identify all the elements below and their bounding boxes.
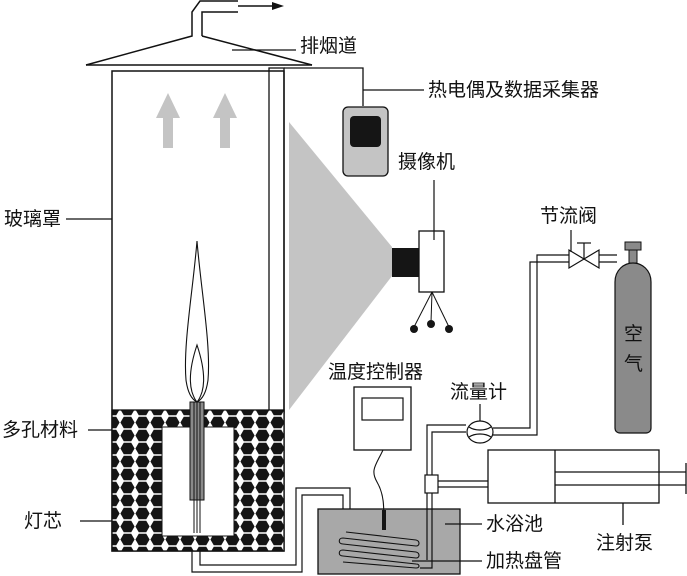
label-camera: 摄像机 xyxy=(398,151,455,173)
label-throttle-valve: 节流阀 xyxy=(540,205,597,227)
wick xyxy=(189,401,205,533)
data-acquisition-device-icon xyxy=(342,106,389,177)
hot-gas-flow-arrows xyxy=(156,93,237,148)
label-porous-material: 多孔材料 xyxy=(2,419,78,441)
exhaust-hood xyxy=(85,0,313,66)
thermocouple-wire xyxy=(284,67,364,106)
label-flow-meter: 流量计 xyxy=(450,381,507,403)
thermocouple-rod xyxy=(268,67,285,414)
temperature-controller-icon xyxy=(353,386,412,530)
heating-coil xyxy=(338,531,420,569)
label-heating-coil: 加热盘管 xyxy=(486,550,562,572)
label-water-bath: 水浴池 xyxy=(486,513,543,535)
flow-meter-icon xyxy=(466,404,494,444)
tee-junction xyxy=(424,474,439,494)
syringe-outlet-tube xyxy=(438,480,488,488)
fuel-supply-tube xyxy=(191,487,351,573)
label-air-cylinder-2: 气 xyxy=(624,353,643,375)
exhaust-arrow-icon xyxy=(238,2,284,10)
label-air-cylinder-1: 空 xyxy=(624,323,643,345)
throttle-valve-icon xyxy=(568,230,600,270)
flame-icon xyxy=(184,240,210,403)
label-temp-controller: 温度控制器 xyxy=(328,361,423,383)
water-bath xyxy=(317,508,461,575)
camera-field-of-view xyxy=(289,122,392,410)
air-supply-tube xyxy=(493,254,617,436)
label-exhaust: 排烟道 xyxy=(300,35,357,57)
label-thermocouple: 热电偶及数据采集器 xyxy=(428,79,599,101)
air-cylinder-icon xyxy=(614,241,652,434)
coil-outlet-tube xyxy=(420,424,466,569)
label-glass-cover: 玻璃罩 xyxy=(4,208,61,230)
syringe-pump-icon xyxy=(487,449,687,525)
label-syringe-pump: 注射泵 xyxy=(596,532,653,554)
camera-icon xyxy=(392,180,453,333)
label-wick: 灯芯 xyxy=(24,510,62,532)
